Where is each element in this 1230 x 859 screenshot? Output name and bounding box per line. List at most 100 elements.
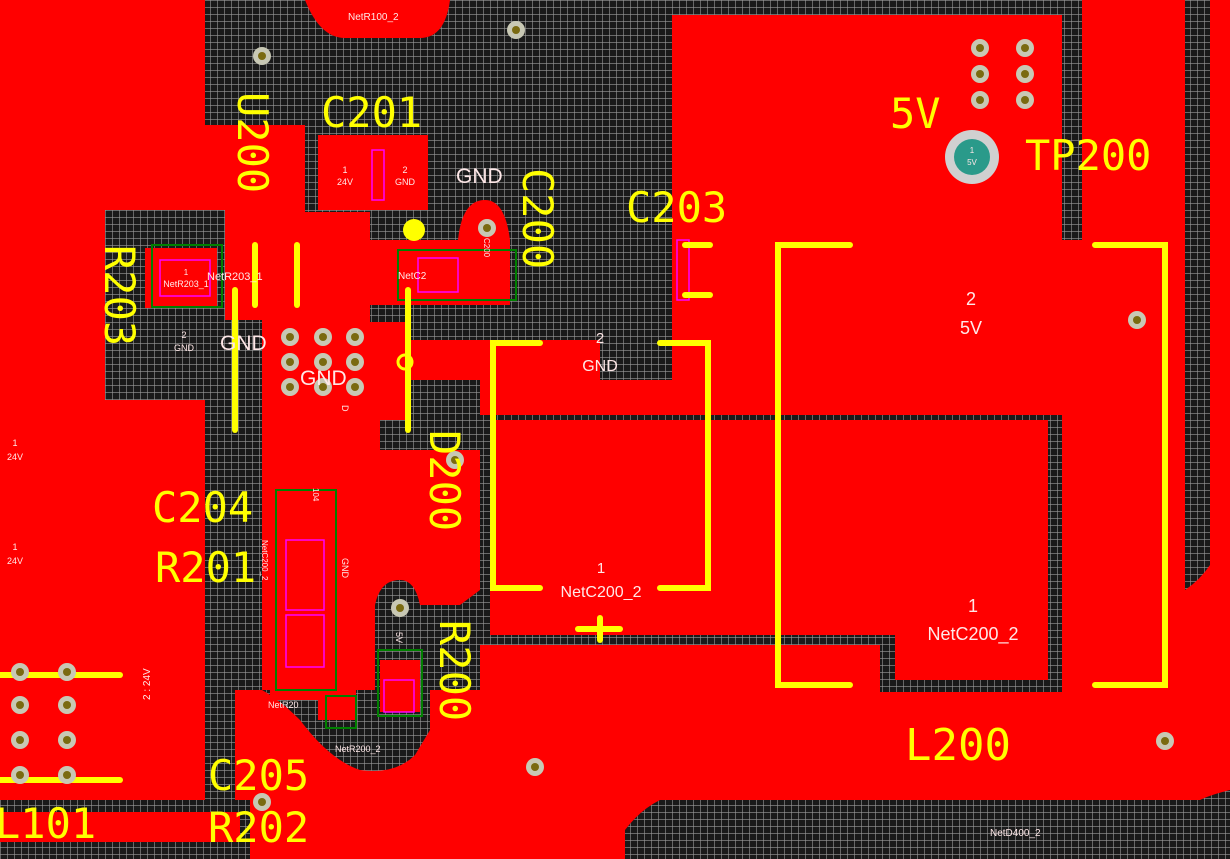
- via[interactable]: [446, 451, 464, 469]
- pin1-marker-dot: [403, 219, 425, 241]
- pin-number: 1: [184, 268, 189, 277]
- via[interactable]: [971, 65, 989, 83]
- net-label: NetC200_2: [927, 624, 1018, 645]
- net-label: GND: [300, 367, 347, 390]
- via[interactable]: [11, 731, 29, 749]
- designator-r203[interactable]: R203: [95, 245, 144, 346]
- designator-tp200[interactable]: TP200: [1025, 131, 1151, 180]
- via[interactable]: [1016, 91, 1034, 109]
- via[interactable]: [281, 378, 299, 396]
- d200-marker-ring: [396, 353, 414, 371]
- net-label: NetD400_2: [990, 828, 1041, 839]
- via[interactable]: [1016, 39, 1034, 57]
- via[interactable]: [58, 731, 76, 749]
- net-label: NetR203_1: [163, 279, 209, 289]
- via[interactable]: [314, 353, 332, 371]
- net-label: NetR200_2: [335, 744, 381, 754]
- pin-number: 2: [596, 330, 604, 347]
- pour-netc200-2[interactable]: [490, 420, 1048, 680]
- net-label: NetC200_2: [561, 584, 642, 601]
- via[interactable]: [58, 696, 76, 714]
- net-label: NetC200_2: [260, 540, 269, 581]
- net-label: 2 : 24V: [142, 668, 153, 700]
- via[interactable]: [1016, 65, 1034, 83]
- designator-r201[interactable]: R201: [155, 543, 256, 592]
- via[interactable]: [346, 378, 364, 396]
- via[interactable]: [1128, 311, 1146, 329]
- net-label: 5V: [960, 318, 982, 338]
- net-label: NetR203_1: [207, 271, 263, 283]
- net-label: 24V: [7, 452, 23, 462]
- via[interactable]: [346, 328, 364, 346]
- silkscreen-lines: [0, 242, 1168, 783]
- pour-bottom-strip[interactable]: [0, 812, 240, 842]
- via[interactable]: [253, 47, 271, 65]
- designator-5v[interactable]: 5V: [890, 89, 941, 138]
- via[interactable]: [971, 39, 989, 57]
- pour-c205-pad[interactable]: [318, 690, 356, 720]
- pin-number: 2: [181, 330, 186, 340]
- pin-number: 1: [342, 165, 347, 175]
- via[interactable]: [58, 663, 76, 681]
- vias[interactable]: [11, 21, 1174, 811]
- pour-c201-area[interactable]: [318, 135, 428, 210]
- net-label: 24V: [337, 177, 353, 187]
- net-label: GND: [395, 177, 416, 187]
- net-label: NetC2: [398, 271, 427, 282]
- pin-number: 1: [968, 596, 978, 616]
- net-label: D: [340, 405, 350, 412]
- via[interactable]: [346, 353, 364, 371]
- designator-u200[interactable]: U200: [228, 92, 277, 193]
- designator-l200[interactable]: L200: [905, 720, 1011, 771]
- net-label: GND: [456, 165, 503, 188]
- net-label: GND: [340, 558, 350, 579]
- net-label: 104: [311, 488, 320, 502]
- via[interactable]: [478, 219, 496, 237]
- via[interactable]: [58, 766, 76, 784]
- via[interactable]: [281, 353, 299, 371]
- pin-number: 1: [597, 560, 605, 577]
- designator-c203[interactable]: C203: [626, 183, 727, 232]
- pin-number: 2: [966, 289, 976, 309]
- net-label: GND: [582, 358, 618, 375]
- via[interactable]: [11, 696, 29, 714]
- pour-r203-area[interactable]: [145, 248, 217, 308]
- via[interactable]: [11, 766, 29, 784]
- pin-number: 2: [402, 165, 407, 175]
- pin-number: 1: [12, 542, 17, 552]
- designator-c200[interactable]: C200: [513, 168, 562, 269]
- designator-c204[interactable]: C204: [152, 483, 253, 532]
- testpoint-tp200[interactable]: 1 5V: [945, 130, 999, 184]
- designator-l101[interactable]: L101: [0, 799, 96, 848]
- designator-c205[interactable]: C205: [208, 751, 309, 800]
- via[interactable]: [281, 328, 299, 346]
- testpoint-number: 1: [970, 146, 975, 155]
- component-outlines: [151, 244, 517, 729]
- via[interactable]: [391, 599, 409, 617]
- via[interactable]: [253, 793, 271, 811]
- designator-d200[interactable]: D200: [420, 430, 469, 531]
- via[interactable]: [1156, 732, 1174, 750]
- designator-r202[interactable]: R202: [208, 803, 309, 852]
- designator-r200[interactable]: R200: [430, 620, 479, 721]
- via[interactable]: [526, 758, 544, 776]
- via[interactable]: [314, 328, 332, 346]
- designator-c201[interactable]: C201: [321, 88, 422, 137]
- via[interactable]: [971, 91, 989, 109]
- net-label: NetR100_2: [348, 12, 399, 23]
- net-label: 24V: [7, 556, 23, 566]
- net-label: GND: [220, 332, 267, 355]
- net-label: C200: [482, 238, 491, 258]
- via[interactable]: [314, 378, 332, 396]
- via[interactable]: [11, 663, 29, 681]
- pour-24v-left[interactable]: [0, 0, 225, 800]
- net-label: GND: [174, 343, 195, 353]
- component-pads: [159, 149, 690, 713]
- testpoint-net: 5V: [967, 158, 977, 167]
- pour-5v-pad[interactable]: [688, 30, 1048, 370]
- net-labels: NetR100_2 1 24V 2 GND GND 1 NetR203_1 Ne…: [7, 12, 1041, 839]
- via[interactable]: [507, 21, 525, 39]
- pin-number: 1: [12, 438, 17, 448]
- designator-labels: C201 U200 C200 R203 C203 5V TP200 C204 R…: [0, 88, 1151, 852]
